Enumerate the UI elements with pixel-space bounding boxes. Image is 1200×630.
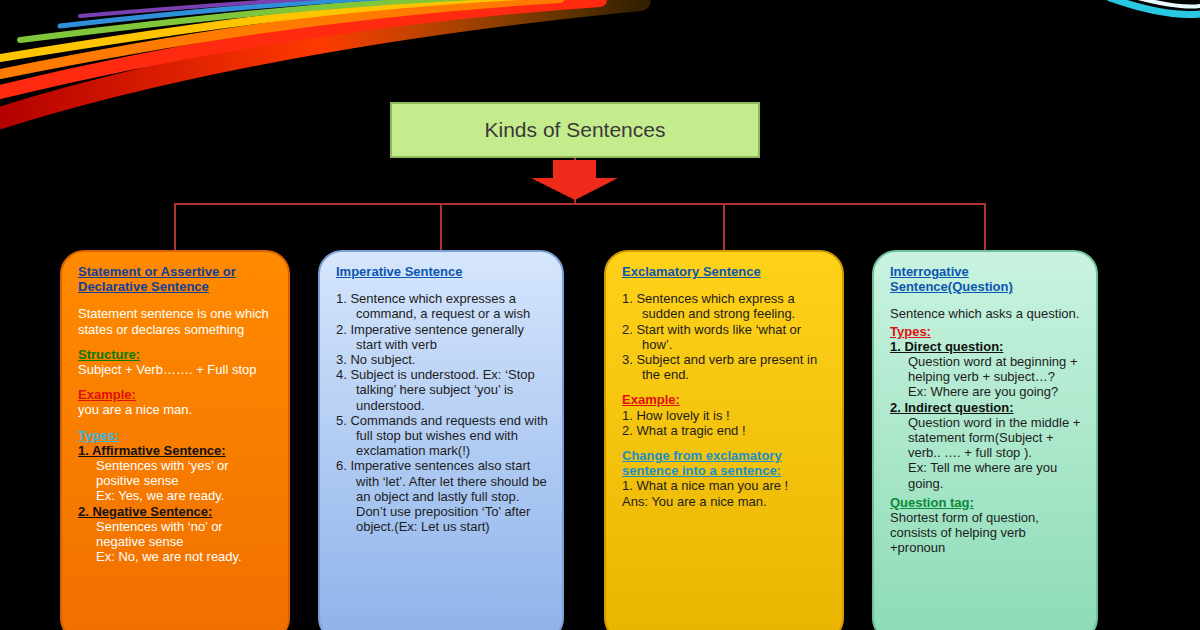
section-label: Structure: — [78, 347, 274, 362]
indented-text: Question word in the middle + statement … — [890, 415, 1082, 461]
box-heading: Imperative Sentence — [336, 264, 548, 279]
section-label: Types: — [890, 324, 1082, 339]
list-item: 3. No subject. — [336, 352, 548, 367]
subtype-heading: 2. Negative Sentence: — [78, 504, 274, 519]
category-box: Statement or Assertive or Declarative Se… — [60, 250, 290, 630]
branch-connector — [575, 158, 985, 250]
branch-connector — [175, 158, 575, 250]
indented-text: Question word at beginning + helping ver… — [890, 354, 1082, 384]
body-text: Sentence which asks a question. — [890, 306, 1082, 321]
body-text: Ans: You are a nice man. — [622, 494, 828, 509]
title-box: Kinds of Sentences — [390, 102, 760, 158]
category-box: Exclamatory Sentence 1. Sentences which e… — [604, 250, 844, 630]
title-text: Kinds of Sentences — [485, 118, 666, 142]
category-box: Imperative Sentence 1. Sentence which exp… — [318, 250, 564, 630]
body-text: Statement sentence is one which states o… — [78, 306, 274, 336]
category-box: Interrogative Sentence(Question) Sentence… — [872, 250, 1098, 630]
block-arrow — [531, 160, 618, 200]
section-label: Example: — [78, 387, 274, 402]
section-label: Change from exclamatory sentence into a … — [622, 448, 828, 478]
example-text: Ex: Where are you going? — [890, 384, 1082, 399]
list-item: 2. What a tragic end ! — [622, 423, 828, 438]
list-item: 2. Imperative sentence generally start w… — [336, 322, 548, 352]
section-label: Types: — [78, 428, 274, 443]
swoosh-band — [80, 0, 440, 16]
list-item: 3. Subject and verb are present in the e… — [622, 352, 828, 382]
box-heading: Statement or Assertive or Declarative Se… — [78, 264, 274, 294]
indented-text: Ex: No, we are not ready. — [78, 549, 274, 564]
list-item: 1. What a nice man you are ! — [622, 478, 828, 493]
section-label: Example: — [622, 392, 828, 407]
list-item: 4. Subject is understood. Ex: ‘Stop talk… — [336, 367, 548, 413]
list-item: 1. Sentences which express a sudden and … — [622, 291, 828, 321]
list-item: 5. Commands and requests end with full s… — [336, 413, 548, 459]
color-swoosh — [0, 0, 1200, 118]
body-text: you are a nice man. — [78, 402, 274, 417]
example-text: Ex: Tell me where are you going. — [890, 460, 1082, 490]
section-label: Question tag: — [890, 495, 1082, 510]
list-item: 2. Start with words like ‘what or how’. — [622, 322, 828, 352]
subtype-heading: 1. Direct question: — [890, 339, 1082, 354]
body-text: Shortest form of question, consists of h… — [890, 510, 1082, 556]
subtype-heading: 2. Indirect question: — [890, 400, 1082, 415]
list-item: 6. Imperative sentences also start with … — [336, 458, 548, 534]
indented-text: Sentences with ‘no’ or negative sense — [78, 519, 274, 549]
swoosh-band — [1130, 0, 1200, 7]
subtype-heading: 1. Affirmative Sentence: — [78, 443, 274, 458]
box-heading: Exclamatory Sentence — [622, 264, 828, 279]
indented-text: Sentences with ‘yes’ or positive sense — [78, 458, 274, 488]
list-item: 1. How lovely it is ! — [622, 408, 828, 423]
body-text: Subject + Verb……. + Full stop — [78, 362, 274, 377]
box-heading: Interrogative Sentence(Question) — [890, 264, 1082, 294]
list-item: 1. Sentence which expresses a command, a… — [336, 291, 548, 321]
indented-text: Ex: Yes, we are ready. — [78, 488, 274, 503]
